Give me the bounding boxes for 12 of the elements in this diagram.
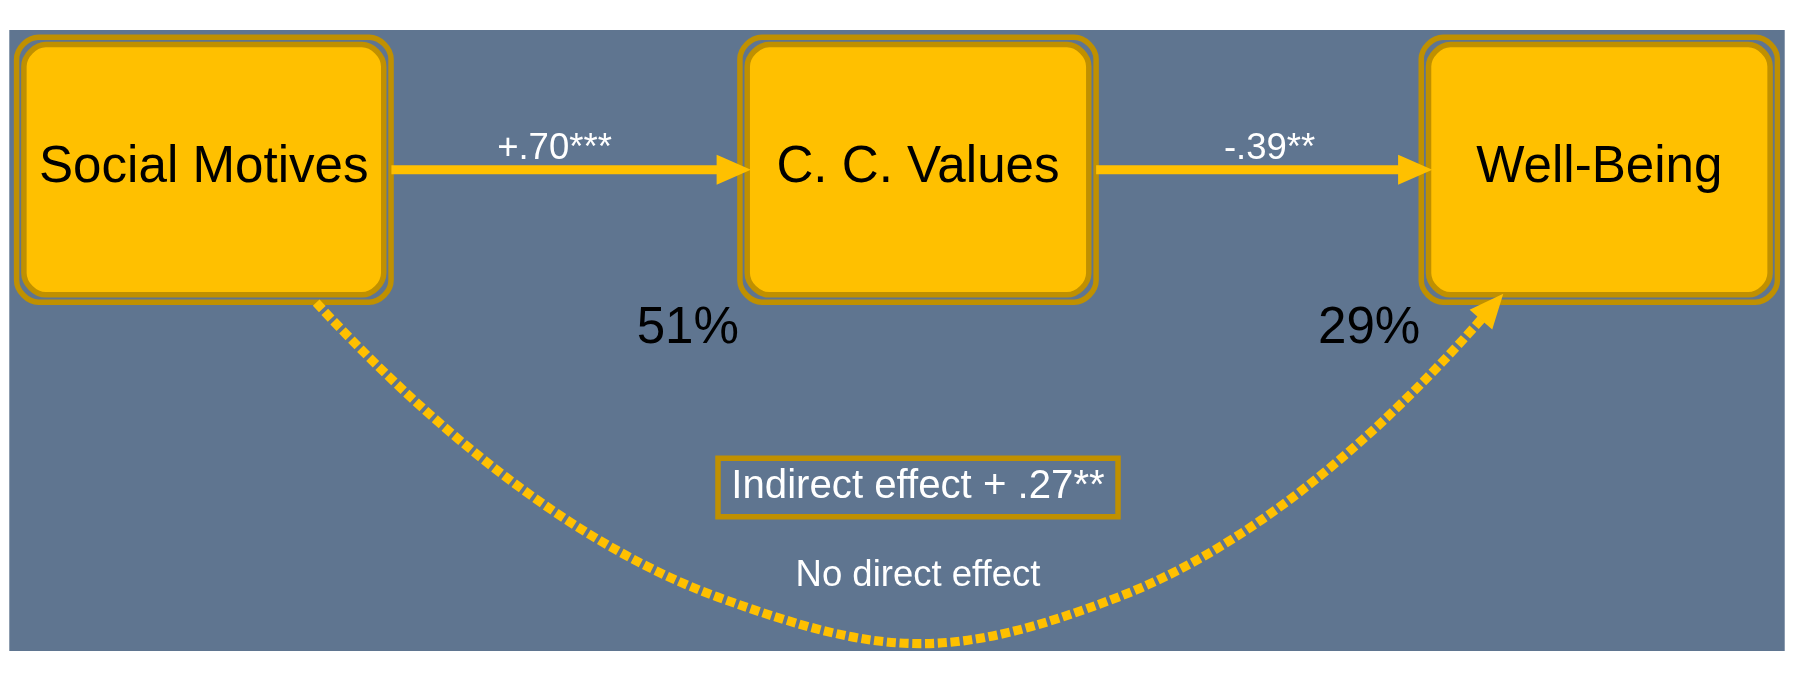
arrow <box>1096 154 1433 185</box>
node-box: Social Motives <box>13 34 394 305</box>
edge-label: -.39** <box>1223 125 1316 167</box>
edge-label: No direct effect <box>795 553 1041 595</box>
node-box: C. C. Values <box>737 34 1099 305</box>
arrow <box>391 154 751 185</box>
arrow <box>312 293 1504 649</box>
node-label: 29% <box>1318 297 1421 355</box>
edge-label: +.70*** <box>497 125 612 167</box>
label: Indirect effect + .27** <box>731 461 1105 507</box>
node-box: Well-Being <box>1418 34 1781 305</box>
node-label: 51% <box>636 297 740 355</box>
